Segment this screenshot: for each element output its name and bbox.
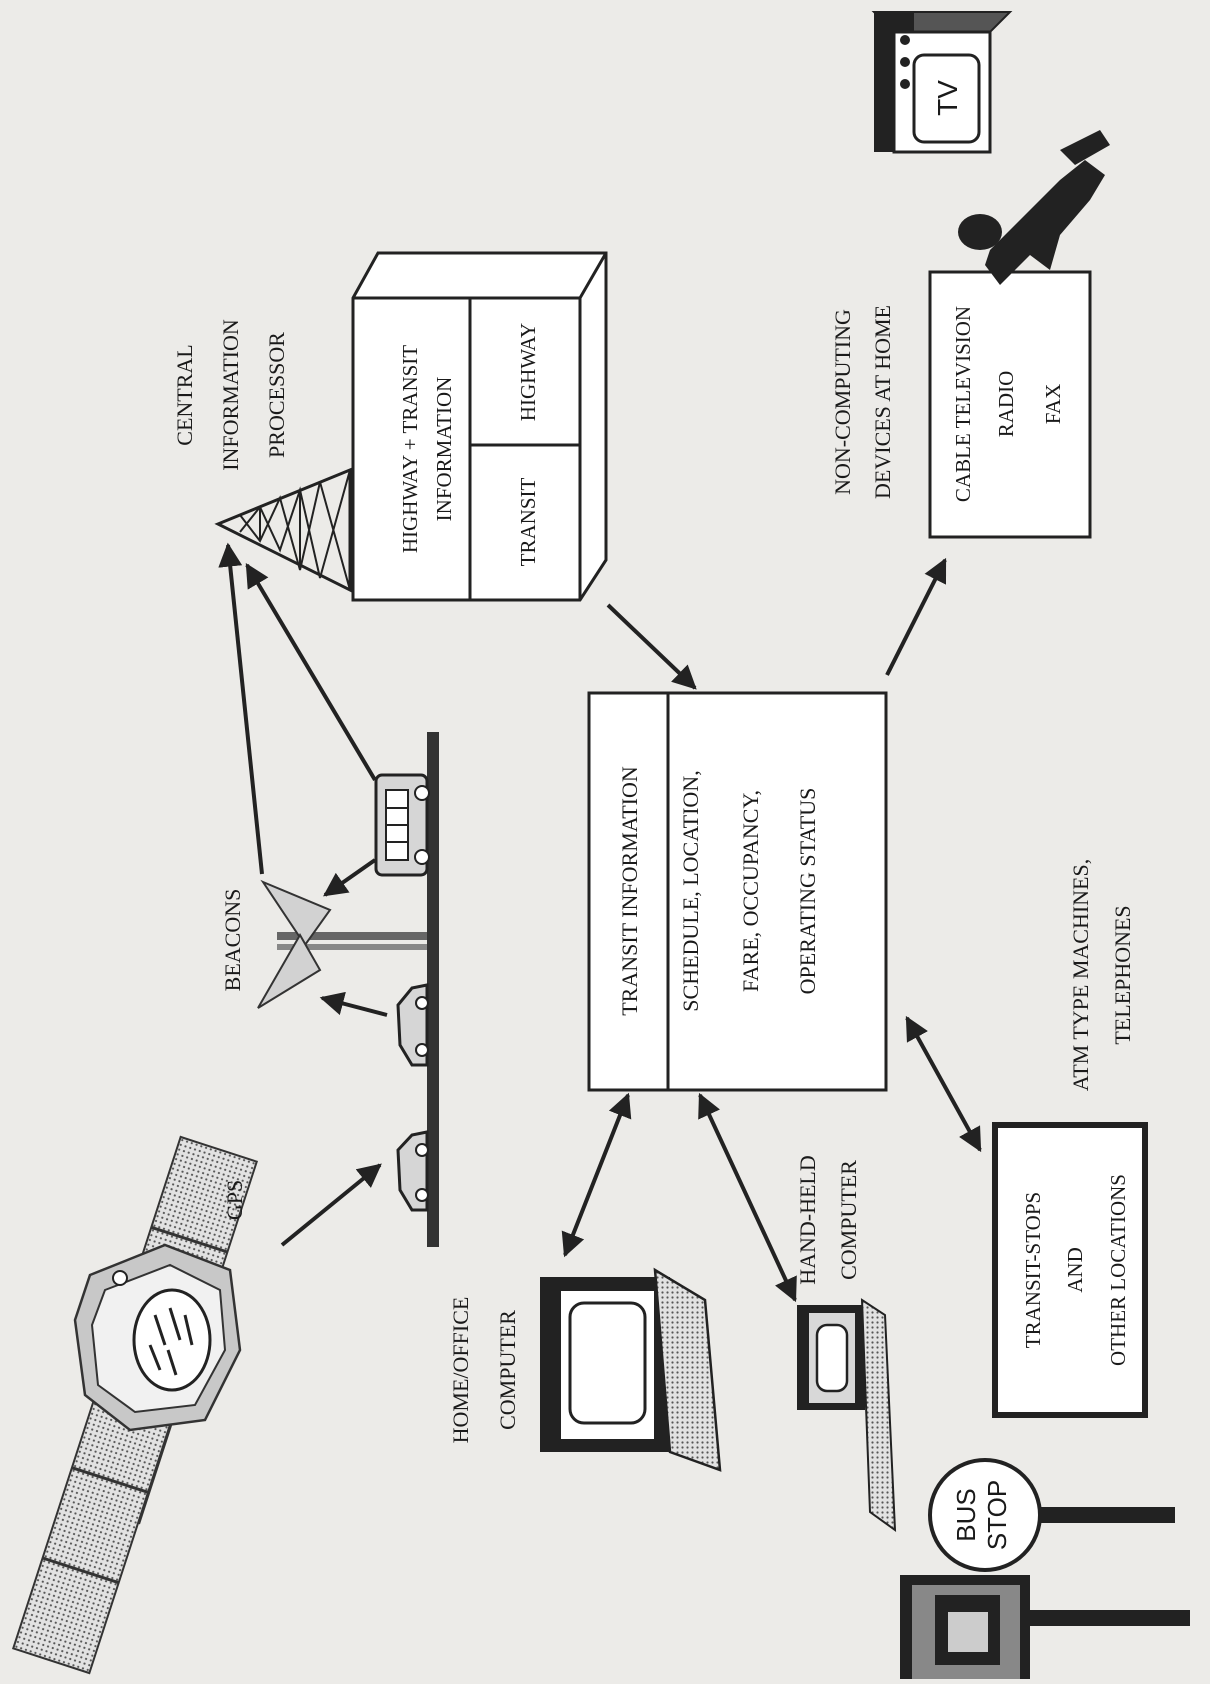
- beacon-post-icon: [277, 932, 427, 950]
- processor-top-cell-line1: HIGHWAY + TRANSIT: [398, 345, 422, 553]
- transit-stops-item: AND: [1063, 1247, 1087, 1293]
- transit-information-header: TRANSIT INFORMATION: [617, 766, 642, 1016]
- connector-arrows: [218, 542, 982, 1303]
- bus-stop-sign-line2: STOP: [982, 1480, 1012, 1550]
- arrow-transit-info-home-computer: [561, 1092, 632, 1258]
- transit-information-item: OPERATING STATUS: [795, 788, 820, 995]
- arrow-transit-info-transit-stops: [905, 1015, 982, 1153]
- processor-highway-cell: HIGHWAY: [516, 323, 540, 421]
- home-device-item: CABLE TELEVISION: [951, 306, 975, 502]
- home-devices-box: CABLE TELEVISION RADIO FAX: [928, 270, 1092, 539]
- processor-transit-cell: TRANSIT: [516, 477, 540, 566]
- arrow-car-to-beacon: [319, 991, 388, 1017]
- arrow-transit-info-to-home-devices: [885, 557, 947, 676]
- arrow-transit-info-hand-held: [698, 1092, 797, 1303]
- central-processor-label: CENTRAL: [172, 344, 197, 445]
- non-computing-label: NON-COMPUTING: [830, 309, 855, 495]
- arrow-vehicle-to-tower: [245, 562, 377, 782]
- antenna-tower-icon: [214, 467, 352, 593]
- home-office-computer-icon: [540, 1267, 722, 1472]
- transit-information-item: SCHEDULE, LOCATION,: [678, 770, 703, 1011]
- transit-stops-box: TRANSIT-STOPS AND OTHER LOCATIONS: [992, 1122, 1148, 1418]
- hand-held-computer-label: HAND-HELD: [795, 1155, 820, 1285]
- home-office-computer-label: COMPUTER: [495, 1310, 520, 1430]
- beacons-label: BEACONS: [220, 889, 245, 992]
- person-watching-icon: [958, 130, 1110, 285]
- beacon-antenna-icon: [257, 879, 332, 1009]
- car-icon: [396, 1130, 429, 1212]
- transit-information-item: FARE, OCCUPANCY,: [738, 790, 763, 992]
- hand-held-computer-icon: [797, 1298, 897, 1533]
- tv-label: TV: [932, 80, 963, 116]
- bus-icon: [374, 773, 430, 877]
- central-processor-label: INFORMATION: [218, 319, 243, 471]
- atm-label: ATM TYPE MACHINES,: [1068, 859, 1093, 1091]
- roadway-icon: [427, 732, 439, 1247]
- arrow-bus-to-beacon: [323, 858, 377, 897]
- atm-label: TELEPHONES: [1110, 905, 1135, 1044]
- non-computing-label: DEVICES AT HOME: [870, 305, 895, 499]
- home-device-item: RADIO: [994, 371, 1018, 438]
- gps-satellite-icon: [11, 1135, 259, 1675]
- processor-top-cell-line2: INFORMATION: [432, 377, 456, 522]
- arrow-beacon-to-tower: [218, 542, 264, 875]
- hand-held-computer-label: COMPUTER: [836, 1160, 861, 1280]
- central-processor-label: PROCESSOR: [264, 332, 289, 458]
- transit-stops-item: TRANSIT-STOPS: [1021, 1192, 1045, 1348]
- arrow-satellite-to-vehicle: [280, 1163, 382, 1247]
- bus-stop-sign-icon: BUS STOP: [928, 1458, 1175, 1572]
- arrow-processor-to-transit-info: [606, 603, 697, 690]
- car-icon: [396, 983, 429, 1067]
- transit-stops-item: OTHER LOCATIONS: [1106, 1174, 1130, 1366]
- kiosk-telephone-icon: [900, 1575, 1190, 1679]
- central-processor-box: HIGHWAY + TRANSIT INFORMATION TRANSIT HI…: [351, 251, 608, 602]
- home-office-computer-label: HOME/OFFICE: [448, 1297, 473, 1444]
- bus-stop-sign-line1: BUS: [951, 1488, 981, 1541]
- home-device-item: FAX: [1041, 384, 1065, 424]
- gps-label: GPS: [222, 1180, 247, 1220]
- television-icon: TV: [871, 11, 1013, 154]
- transit-information-box: TRANSIT INFORMATION SCHEDULE, LOCATION, …: [587, 691, 888, 1092]
